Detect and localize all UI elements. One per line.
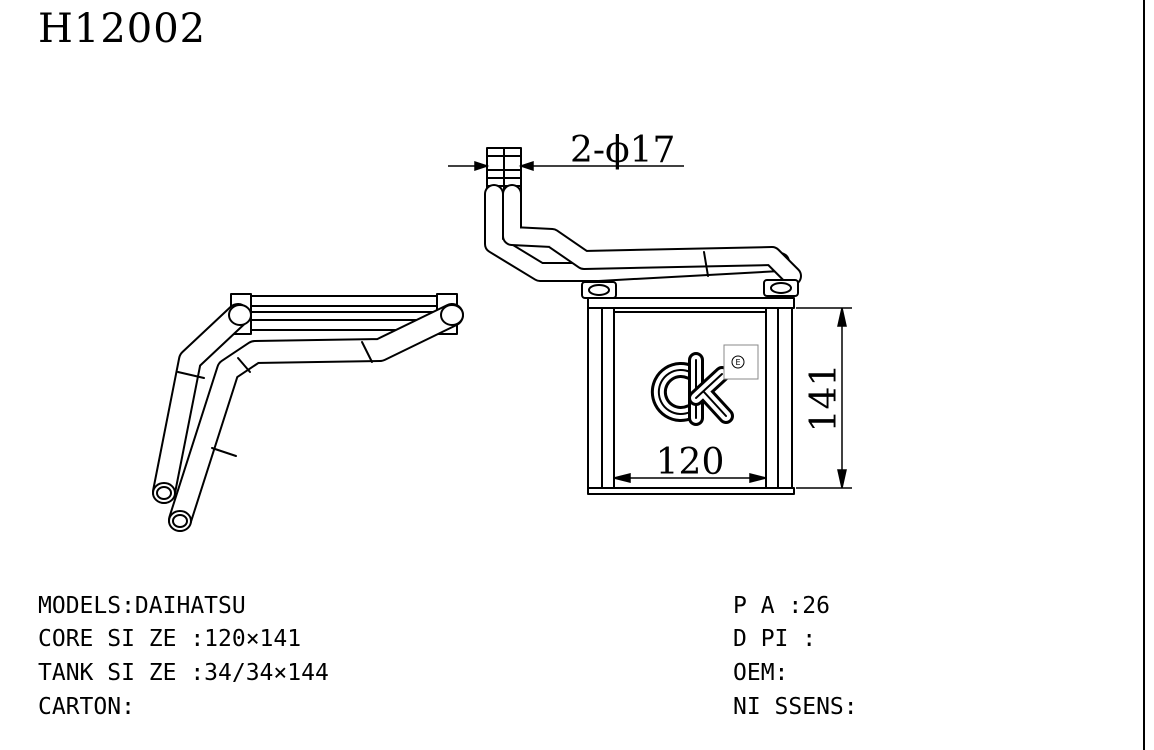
side-view	[152, 293, 464, 532]
spec-models: MODELS:DAIHATSU	[38, 593, 246, 619]
spec-tank-size: TANK SI ZE :34/34×144	[38, 660, 329, 686]
spec-carton: CARTON:	[38, 694, 135, 720]
pipe-diameter-label: 2-ϕ17	[570, 130, 675, 171]
width-dimension-label: 120	[656, 442, 725, 483]
spec-core-size: CORE SI ZE :120×141	[38, 626, 302, 652]
height-dimension-label: 141	[804, 364, 845, 433]
dimension-lines	[448, 160, 852, 489]
part-number: H12002	[38, 6, 207, 52]
front-view	[484, 147, 802, 495]
logo-badge-text: E	[735, 358, 740, 367]
spec-pa: P A :26	[733, 593, 830, 619]
sheet-border	[1143, 0, 1145, 750]
spec-nissens: NI SSENS:	[733, 694, 858, 720]
spec-dpi: D PI :	[733, 626, 817, 652]
ck-logo: E	[650, 344, 759, 426]
spec-oem: OEM:	[733, 660, 789, 686]
